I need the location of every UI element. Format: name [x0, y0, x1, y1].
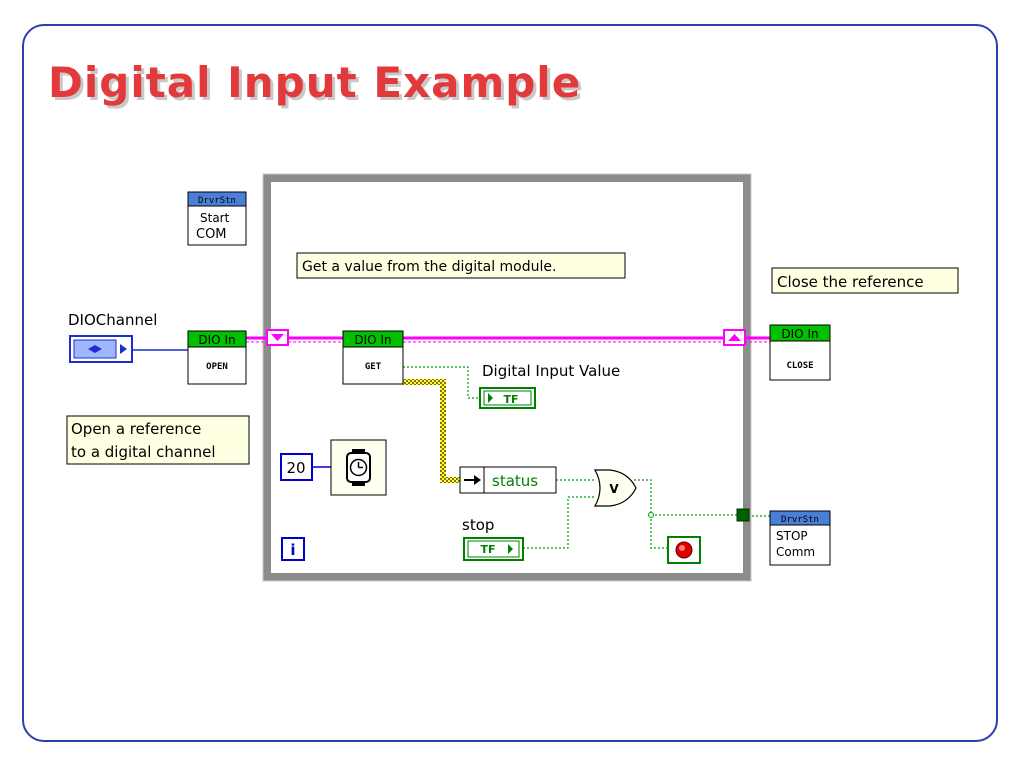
- boolean-wires: [403, 366, 737, 549]
- comment-close-reference: Close the reference: [771, 267, 959, 294]
- start-node-line2: COM: [196, 227, 227, 242]
- svg-text:TF: TF: [480, 543, 495, 556]
- wire-junction: [648, 512, 654, 518]
- get-node-header: DIO In: [354, 333, 391, 347]
- close-node-header: DIO In: [781, 327, 818, 341]
- comment-get-value: Get a value from the digital module.: [296, 252, 626, 279]
- svg-text:V: V: [609, 482, 619, 496]
- iteration-terminal: i: [281, 537, 305, 561]
- svg-text:Close the reference: Close the reference: [777, 273, 924, 291]
- digital-input-value-indicator[interactable]: TF: [479, 387, 536, 409]
- svg-text:Open a reference: Open a reference: [71, 420, 201, 438]
- stop-comm-node[interactable]: DrvrStn STOP Comm: [769, 510, 831, 566]
- boolean-tunnel: [736, 508, 750, 522]
- stop-button-control[interactable]: TF: [463, 537, 524, 561]
- slide-frame: [22, 24, 998, 742]
- loop-tunnel-right: [723, 329, 746, 346]
- loop-stop-condition[interactable]: [667, 536, 701, 564]
- svg-text:to a digital channel: to a digital channel: [71, 443, 216, 461]
- stop-node-line2: Comm: [776, 545, 815, 559]
- slide-title: Digital Input Example: [48, 58, 582, 107]
- start-node-header: DrvrStn: [198, 196, 236, 206]
- unbundle-status-node[interactable]: status: [459, 466, 557, 494]
- start-com-node[interactable]: DrvrStn Start COM: [187, 191, 247, 246]
- svg-text:i: i: [290, 541, 295, 559]
- close-node-label: CLOSE: [786, 361, 813, 371]
- svg-text:20: 20: [286, 459, 305, 477]
- open-node-header: DIO In: [198, 333, 235, 347]
- stop-node-line1: STOP: [776, 529, 808, 543]
- open-node-label: OPEN: [206, 362, 228, 372]
- dio-open-node[interactable]: DIO In OPEN: [187, 330, 247, 385]
- stop-node-header: DrvrStn: [781, 515, 819, 525]
- error-wire: [403, 379, 460, 483]
- dio-get-node[interactable]: DIO In GET: [342, 330, 404, 385]
- dio-channel-label: DIOChannel: [68, 311, 157, 329]
- digital-input-value-label: Digital Input Value: [482, 362, 620, 380]
- dio-channel-control[interactable]: [69, 335, 133, 363]
- while-loop: [262, 173, 752, 582]
- comment-open-reference: Open a reference to a digital channel: [66, 415, 250, 465]
- start-node-line1: Start: [200, 211, 230, 225]
- svg-text:TF: TF: [503, 393, 518, 406]
- svg-text:Get a value from the digital m: Get a value from the digital module.: [302, 259, 556, 275]
- stop-label: stop: [462, 516, 494, 534]
- or-function[interactable]: V: [593, 469, 637, 507]
- wait-ms-function[interactable]: [330, 439, 387, 496]
- status-label: status: [492, 472, 538, 490]
- dio-close-node[interactable]: DIO In CLOSE: [769, 324, 831, 381]
- refnum-wire: [246, 336, 770, 343]
- get-node-label: GET: [365, 362, 382, 372]
- wait-ms-constant[interactable]: 20: [280, 453, 313, 481]
- loop-tunnel-left: [266, 329, 289, 346]
